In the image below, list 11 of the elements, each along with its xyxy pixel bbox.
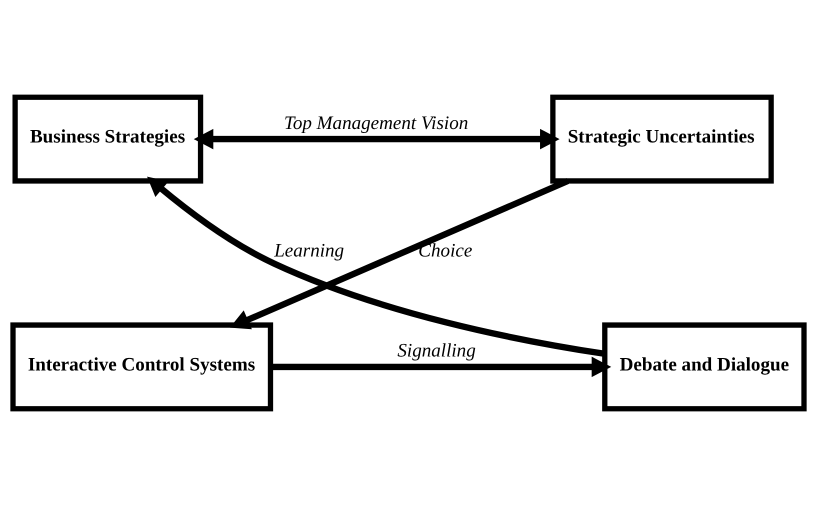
arrow — [230, 178, 570, 330]
node-box: Strategic Uncertainties — [550, 94, 774, 184]
node-box: Business Strategies — [12, 94, 204, 184]
edge-label: Signalling — [397, 340, 476, 362]
arrow — [194, 128, 560, 150]
edge-label: Top Management Vision — [284, 112, 468, 134]
node-box: Interactive Control Systems — [10, 322, 274, 412]
edge-label: Learning — [274, 240, 344, 262]
arrow — [270, 356, 612, 378]
arrow — [147, 176, 606, 357]
node-box: Debate and Dialogue — [602, 322, 807, 412]
